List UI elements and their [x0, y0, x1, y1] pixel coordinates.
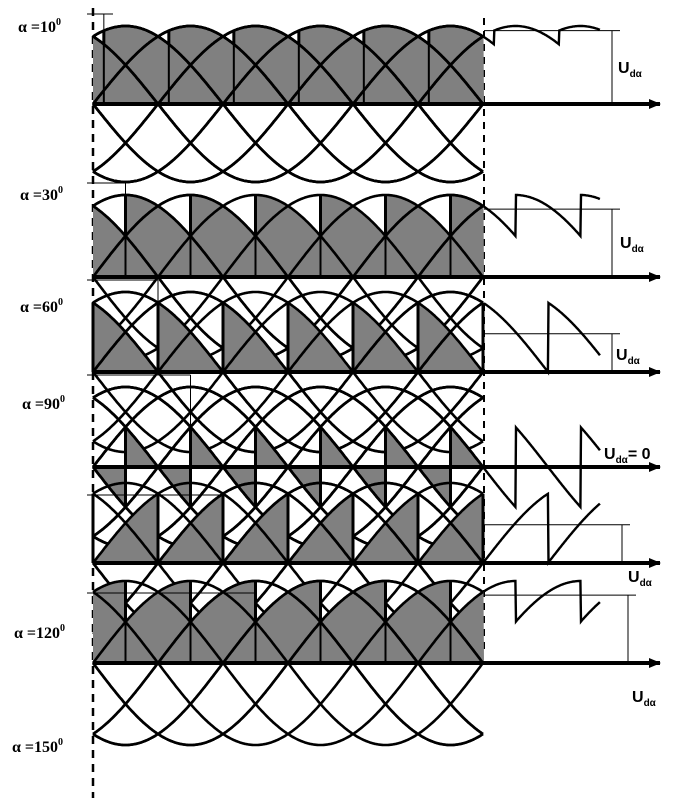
alpha-label-120: α =1200	[14, 623, 65, 642]
output-voltage-trace	[483, 491, 601, 567]
output-voltage-trace	[483, 579, 601, 625]
alpha-label-30: α =300	[20, 185, 63, 204]
alpha-label-60: α =600	[20, 297, 63, 316]
alpha-label-90: α =900	[22, 394, 65, 413]
ud-label-30: Udα	[620, 235, 645, 255]
alpha-label-10: α =100	[18, 17, 61, 36]
output-voltage-trace	[483, 424, 601, 511]
output-voltage-trace	[483, 24, 601, 47]
waveform-panel-150	[87, 579, 661, 747]
ud-label-10: Udα	[618, 60, 643, 80]
waveform-panel-90	[87, 374, 661, 549]
rectified-voltage-area	[93, 494, 484, 563]
alpha-label-150: α =1500	[12, 737, 63, 756]
ud-label-90: Udα= 0	[604, 446, 651, 466]
ud-label-120: Udα	[628, 569, 653, 589]
waveform-panel-60	[87, 279, 661, 454]
ud-label-60: Udα	[616, 347, 641, 367]
waveform-panel-10	[87, 13, 661, 184]
output-voltage-trace	[483, 193, 601, 240]
output-voltage-trace	[483, 300, 601, 376]
rectified-voltage-area	[93, 26, 484, 104]
ud-label-150: Udα	[632, 689, 657, 709]
